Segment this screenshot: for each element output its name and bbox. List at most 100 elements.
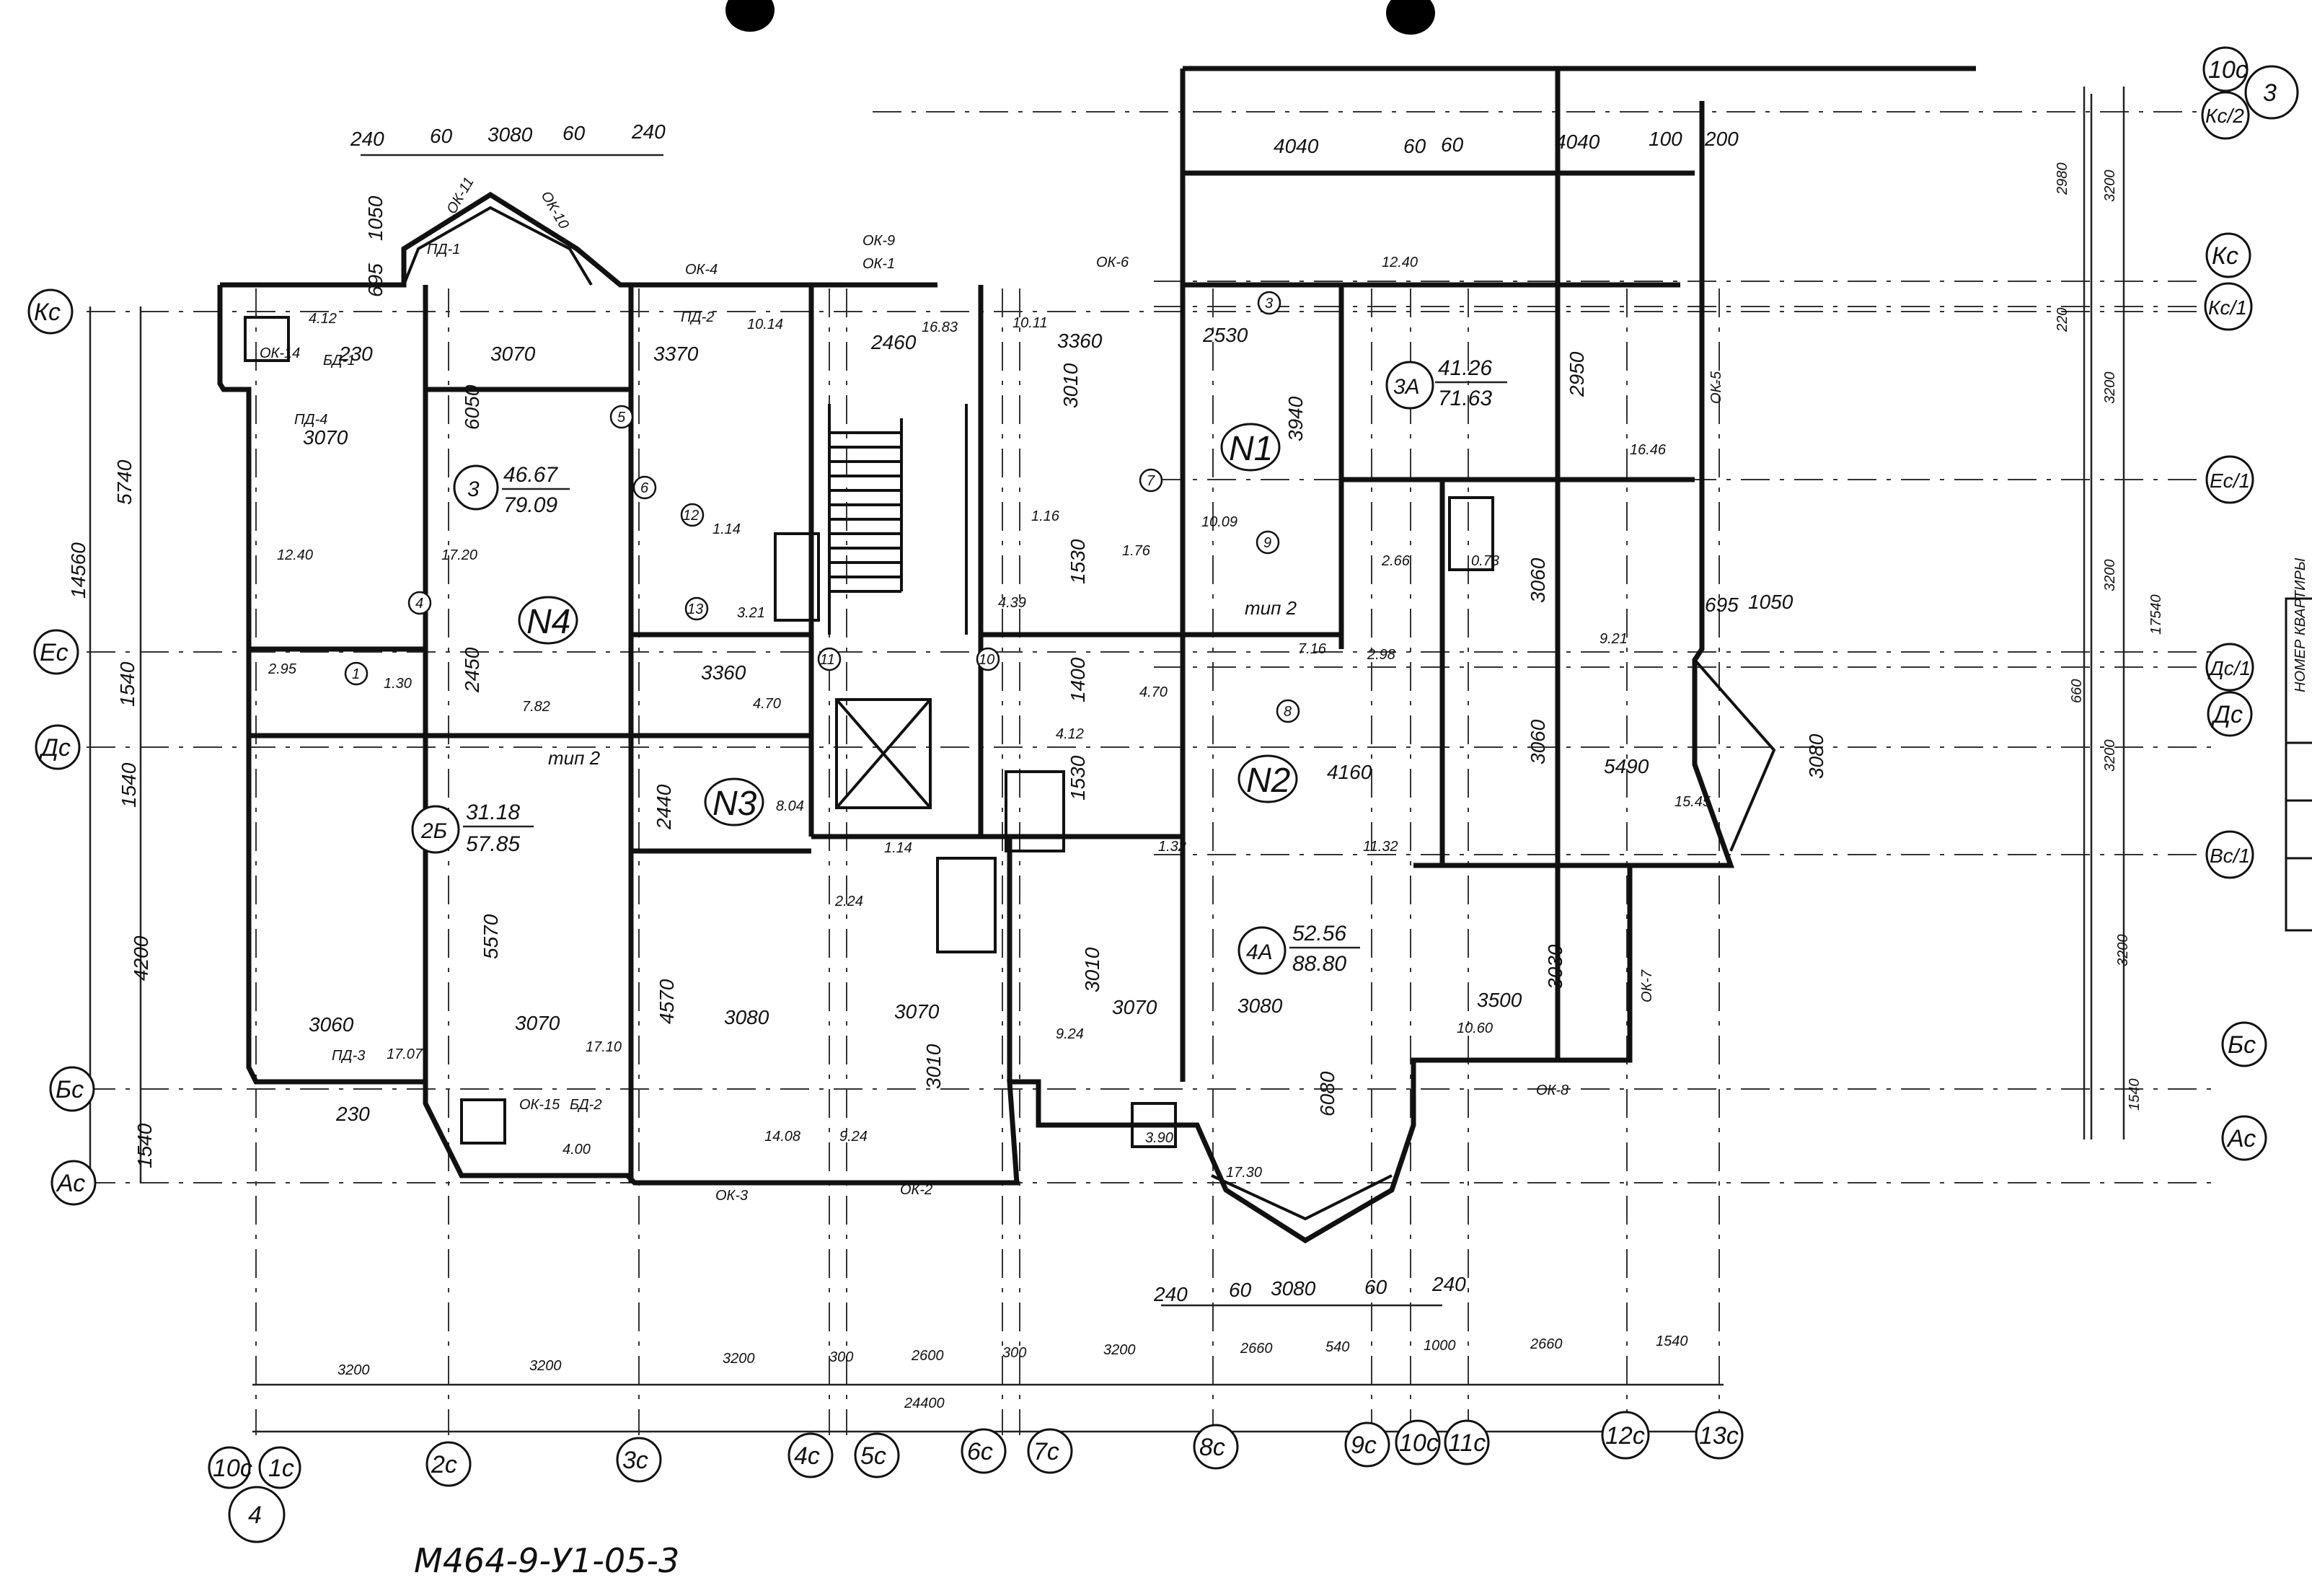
axis-label-bottom: 3с: [622, 1447, 648, 1474]
dimension-value: 3080: [1237, 995, 1283, 1017]
axis-label-right: Дс: [2210, 701, 2243, 728]
bottom-axis-markers: 10с 1с 2с 3с 4с 5с 6с 7с 8с 9с 10с 11с 1…: [208, 1411, 1744, 1543]
dimension-value: 3200: [2102, 560, 2118, 592]
overall-depth: 14560: [67, 542, 89, 599]
room-areas: 4.12 12.40 2.95 1.30 17.20 7.82 3.21 10.…: [268, 255, 1711, 1181]
dimension-value: 100: [1649, 128, 1682, 150]
dimension-value: 300: [1002, 1345, 1026, 1361]
room-area: 10.09: [1201, 514, 1237, 530]
room-area: 7.16: [1298, 641, 1327, 657]
dimension-value: 3370: [653, 343, 699, 365]
mark: 3: [1265, 296, 1273, 312]
left-dimension-chain: 5740 1540 1540 4200 1540 14560: [67, 459, 156, 1168]
dimension-value: 3200: [2102, 740, 2118, 772]
dimension-value: 5740: [113, 459, 136, 505]
door-tag: ПД-1: [427, 242, 460, 257]
dimension-value: 60: [1364, 1276, 1387, 1298]
dimension-value: 3360: [1057, 330, 1103, 352]
axis-label-left: Ас: [56, 1170, 85, 1197]
dimension-value: 3060: [309, 1013, 354, 1036]
dimension-value: 1400: [1067, 657, 1089, 702]
dimension-value: 4200: [130, 935, 152, 981]
apartment-number-table: НОМЕР КВАРТИРЫ: [2285, 557, 2312, 932]
dimension-value: 6080: [1316, 1071, 1338, 1116]
room-area: 9.24: [1056, 1026, 1084, 1042]
apartment-id: N1: [1229, 430, 1273, 468]
dimension-value: 240: [631, 120, 666, 143]
total-area: 79.09: [503, 493, 557, 517]
room-area: 14.08: [764, 1129, 800, 1145]
dimension-value: 540: [1325, 1339, 1349, 1355]
grid-lines: [87, 111, 2221, 1435]
dimension-value: 1540: [118, 762, 140, 808]
room-area: 17.30: [1226, 1165, 1262, 1181]
drawing-code: M464-9-У1-05-3: [414, 1541, 679, 1580]
room-area: 16.46: [1630, 442, 1667, 458]
axis-label-left: Дс: [38, 734, 71, 762]
balcony-door-tag: БД-1: [323, 353, 355, 369]
scan-blot-right: [1386, 0, 1435, 35]
dimension-value: 2980: [2055, 163, 2070, 196]
dimension-value: 1050: [1748, 591, 1793, 613]
top-dimensions: 240 60 3080 60 240 4040 60 60 4040 100 2…: [350, 120, 1739, 157]
mark: 7: [1147, 473, 1155, 489]
dimension-value: 3080: [1271, 1277, 1316, 1300]
axis-label-bottom: 10с: [1399, 1429, 1439, 1457]
dimension-value: 60: [1403, 135, 1426, 157]
axis-label-bottom: 2с: [431, 1451, 457, 1478]
dimension-value: 3070: [303, 426, 348, 449]
bathtub: [1448, 496, 1494, 571]
window-tag: ОК-5: [1708, 371, 1724, 404]
room-area: 10.11: [1012, 315, 1048, 331]
room-area: 9.24: [839, 1129, 868, 1145]
interior-walls: [244, 69, 1695, 1183]
room-area: 4.70: [1139, 684, 1168, 700]
axis-label-bottom: 1с: [268, 1455, 294, 1482]
dimension-value: 220: [2055, 308, 2070, 332]
axis-label-right: Ас: [2226, 1125, 2256, 1152]
room-area: 11.32: [1363, 839, 1398, 855]
axis-label-bottom: 11с: [1448, 1429, 1486, 1457]
bottom-dimension-chain: 3200 3200 3200 300 2600 300 3200 2660 54…: [337, 1333, 1688, 1411]
axis-label-right: Бс: [2228, 1031, 2256, 1059]
window-tag: ОК-2: [900, 1182, 932, 1198]
axis-label-bottom: 13с: [1699, 1422, 1739, 1450]
apartment-id: N3: [712, 785, 757, 823]
dimension-value: 2450: [461, 647, 483, 693]
room-area: 1.32: [1158, 839, 1186, 855]
dimension-value: 240: [1153, 1283, 1188, 1305]
room-area: 0.73: [1471, 553, 1499, 569]
door-tag: ПД-2: [681, 309, 714, 325]
window-tag: ОК-6: [1096, 255, 1129, 270]
dimension-value: 1540: [1656, 1333, 1688, 1349]
door-tag: ПД-3: [332, 1048, 365, 1064]
bathtub: [936, 857, 997, 953]
overall-depth: 17540: [2148, 594, 2164, 635]
left-axis-markers: Кс Ес Дс Бс Ас: [27, 288, 97, 1206]
dimension-value: 3200: [2102, 170, 2118, 203]
axis-label-bottom: 6с: [967, 1438, 993, 1465]
right-dimension-chain: 2980 3200 220 3200 3200 660 3200 3200 15…: [2055, 163, 2164, 1111]
dimension-value: 3010: [922, 1044, 945, 1089]
living-area: 46.67: [503, 463, 558, 487]
dimension-value: 200: [1704, 128, 1739, 150]
total-area: 71.63: [1438, 387, 1492, 410]
dimension-value: 3200: [723, 1351, 755, 1367]
apartment-type: 3А: [1393, 375, 1420, 399]
detail-marks: 1 4 5 6 7 8 9 10 11 12 13 3: [344, 291, 1300, 723]
bathtub: [1005, 770, 1065, 852]
total-area: 88.80: [1292, 952, 1346, 976]
dimension-value: 3030: [1544, 944, 1566, 989]
room-area: 2.98: [1367, 647, 1395, 663]
overall-width: 24400: [904, 1396, 945, 1411]
dimension-value: 230: [338, 343, 373, 365]
apartment-type: 3: [467, 477, 480, 501]
dimension-value: 1000: [1424, 1338, 1456, 1354]
room-area: 1.14: [884, 840, 912, 856]
dimension-value: 3500: [1477, 989, 1522, 1011]
dimension-value: 3080: [724, 1006, 769, 1028]
dimension-value: 1530: [1067, 539, 1089, 584]
room-area: 17.10: [586, 1039, 622, 1055]
dimension-value: 60: [562, 122, 586, 144]
